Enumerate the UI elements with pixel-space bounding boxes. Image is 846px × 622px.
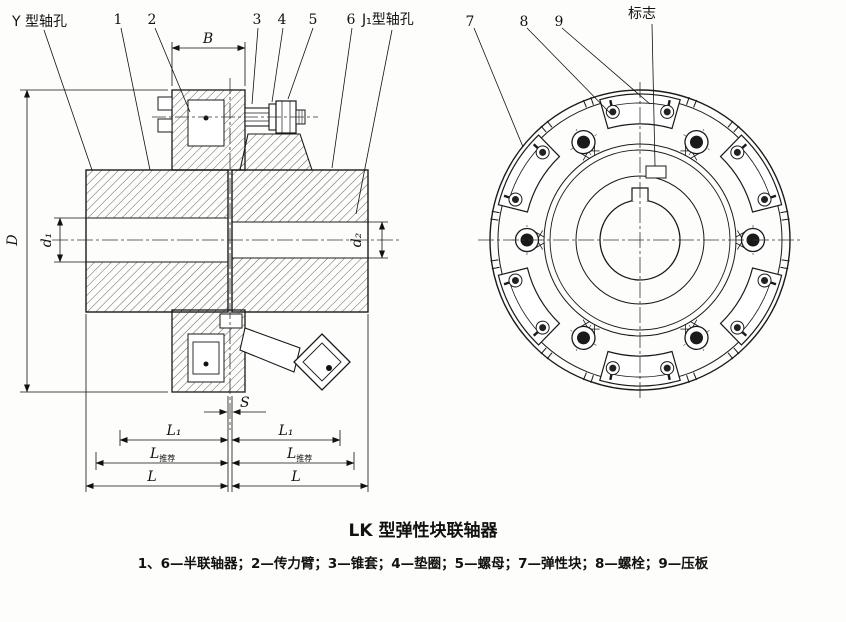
callout-8: 8 [520, 14, 529, 30]
dim-label-B: B [202, 31, 213, 47]
L-rec-subscript: 推荐 [159, 453, 175, 463]
dim-label-d2: d₂ [349, 232, 365, 247]
L-letter: L [286, 446, 296, 462]
dim-label-L1-right: L₁ [278, 423, 294, 439]
callout-5: 5 [309, 12, 318, 28]
arm-pin-dot [203, 115, 209, 121]
dim-L1 [119, 430, 341, 446]
callout-2: 2 [148, 12, 157, 28]
elastic-block-section [293, 333, 351, 391]
callout-4: 4 [278, 12, 287, 28]
dim-label-S: S [240, 395, 250, 411]
bottom-arm-assembly [171, 309, 351, 393]
marking-plate [645, 165, 667, 179]
front-leader-lines [473, 23, 656, 167]
parts-list: 1、6—半联轴器；2—传力臂；3—锥套；4—垫圈；5—螺母；7—弹性块；8—螺栓… [137, 556, 709, 572]
y-hole-label: Y 型轴孔 [11, 14, 67, 30]
callout-7: 7 [466, 14, 475, 30]
section-view: B D d₁ d₂ [5, 27, 402, 492]
left-coupling-half [85, 169, 229, 313]
callout-1: 1 [114, 12, 123, 28]
torque-arm-assembly [152, 89, 318, 171]
dim-B [171, 42, 246, 86]
mark-label: 标志 [628, 6, 656, 22]
L-rec-subscript: 推荐 [296, 453, 312, 463]
dim-label-Lrec-right: L推荐 [286, 446, 312, 463]
dim-L-recommended [95, 452, 355, 470]
dim-label-L1-left: L₁ [166, 423, 182, 439]
dim-D [20, 89, 168, 393]
dim-label-d1: d₁ [39, 233, 55, 248]
coupling-technical-drawing: B D d₁ d₂ [5, 6, 802, 492]
dim-d2 [368, 221, 388, 259]
callout-3: 3 [253, 12, 262, 28]
L-letter: L [149, 446, 159, 462]
right-coupling-half [231, 169, 369, 313]
front-view [473, 23, 802, 398]
dim-label-D: D [5, 234, 21, 246]
dim-label-L-left: L [146, 469, 156, 485]
dim-label-Lrec-left: L推荐 [149, 446, 175, 463]
diagonal-strut [239, 327, 301, 373]
dim-S [204, 396, 266, 492]
cone-sleeve [239, 133, 313, 171]
dim-d1 [54, 217, 86, 263]
dim-label-L-right: L [290, 469, 300, 485]
callout-6: 6 [347, 12, 356, 28]
figure-title: LK 型弹性块联轴器 [348, 521, 498, 541]
rim-slot-ticks [582, 97, 698, 108]
section-leader-lines [43, 27, 393, 215]
j1-hole-label: J₁型轴孔 [361, 12, 414, 28]
callout-9: 9 [555, 14, 564, 30]
dim-L [85, 314, 369, 492]
